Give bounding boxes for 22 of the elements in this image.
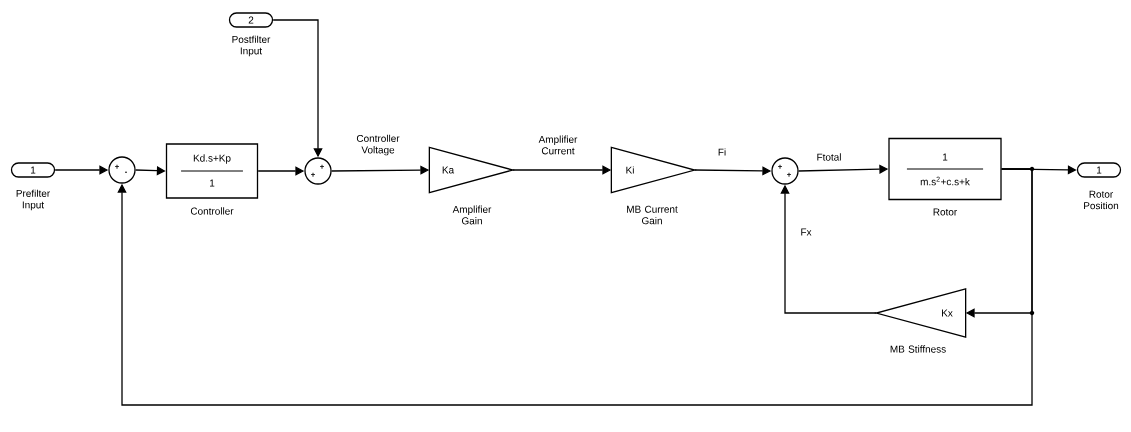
- signal-label: Amplifier Current: [538, 135, 578, 155]
- gain-block: Kx: [873, 288, 967, 338]
- gain-block: Ka: [428, 146, 516, 194]
- transfer-function-block: Kd.s+Kp 1: [165, 143, 259, 199]
- block-label: Amplifier Gain: [452, 205, 492, 225]
- arrow: [117, 168, 1033, 406]
- transfer-function-block: 1 m.s$^{2}$+c.s+k: [888, 137, 1002, 201]
- port-block: 2: [228, 12, 274, 28]
- signal-label: Ftotal: [817, 153, 841, 161]
- port-block: 1: [1076, 162, 1122, 178]
- port-block: 1: [10, 162, 56, 178]
- block-label: Rotor Position: [1084, 190, 1119, 210]
- signal-label: Controller Voltage: [356, 134, 400, 156]
- block-label: Prefilter Input: [16, 189, 50, 211]
- block-label: MB Stiffness: [890, 345, 946, 353]
- signal-label: Fi: [718, 148, 726, 156]
- block-label: Controller: [190, 207, 234, 215]
- block-label: MB Current Gain: [627, 205, 678, 225]
- block-label: Rotor: [933, 208, 957, 216]
- signal-label: Fx: [801, 228, 812, 236]
- block-label: Postfilter Input: [232, 35, 271, 57]
- gain-block: Ki: [610, 146, 698, 194]
